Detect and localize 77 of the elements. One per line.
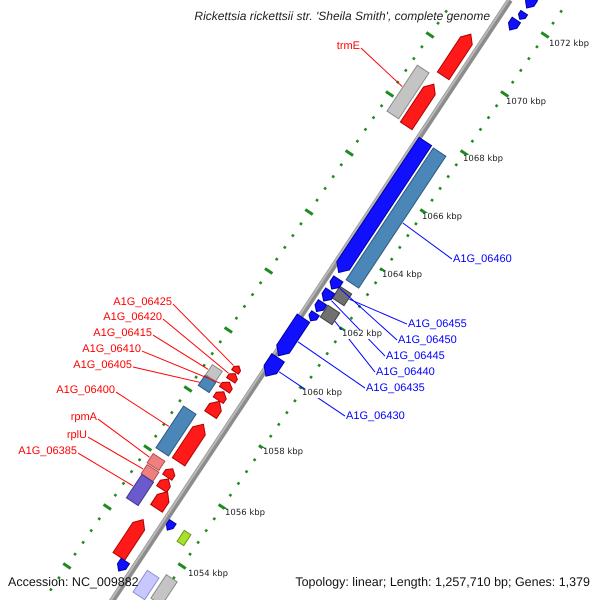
gene-block — [226, 373, 238, 384]
leader-line — [339, 288, 398, 341]
leader-line — [162, 318, 229, 374]
gene-label: A1G_06460 — [453, 253, 512, 266]
gene-label: rplU — [66, 429, 87, 442]
gene-bar — [155, 405, 197, 457]
gene-block — [518, 10, 528, 20]
gene-bar — [320, 304, 340, 326]
gene-bar — [176, 530, 192, 546]
scale-label: 1058 kbp — [262, 448, 304, 458]
gene-block — [112, 519, 146, 561]
gene-block — [218, 382, 233, 394]
gene-label: rpmA — [70, 411, 97, 424]
gene-label: A1G_06415 — [93, 327, 152, 340]
genome-summary: Topology: linear; Length: 1,257,710 bp; Genes: 1,379 — [295, 576, 590, 590]
gene-block — [322, 287, 336, 302]
gene-block — [172, 424, 206, 467]
gene-label: A1G_06450 — [398, 334, 457, 346]
leader-line — [348, 298, 408, 325]
scale-label: 1062 kbp — [341, 330, 384, 340]
gene-block — [156, 478, 171, 493]
gene-block — [400, 84, 436, 130]
gene-block — [524, 0, 538, 9]
gene-label: A1G_06430 — [346, 410, 405, 422]
scale-label: 1072 kbp — [548, 40, 590, 50]
gene-bar — [126, 474, 154, 506]
scale-label: 1054 kbp — [187, 570, 230, 580]
gene-bar — [205, 364, 223, 382]
leader-line — [98, 418, 150, 458]
title: Rickettsia rickettsii str. 'Sheila Smith', complete genome — [194, 10, 490, 24]
gene-label: A1G_06410 — [82, 343, 141, 356]
leader-line — [78, 452, 134, 486]
gene-label: A1G_06385 — [18, 445, 77, 458]
accession-text: Accession: NC_009882 — [8, 576, 139, 590]
gene-block — [314, 298, 328, 312]
leader-line — [142, 350, 222, 384]
gene-label: trmE — [336, 40, 360, 52]
gene-bar — [345, 147, 447, 289]
scale-label: 1066 kbp — [421, 213, 464, 222]
gene-block — [162, 468, 176, 481]
gene-block — [150, 491, 170, 513]
gene-bar — [150, 574, 178, 600]
scale-label: 1068 kbp — [462, 155, 504, 164]
scale-label: 1056 kbp — [224, 509, 266, 518]
gene-bar — [140, 464, 160, 482]
leader-line — [132, 366, 200, 383]
gene-label: A1G_06425 — [113, 296, 172, 308]
gene-label: A1G_06440 — [376, 366, 435, 378]
gene-bar — [386, 64, 430, 120]
leader-line — [402, 222, 452, 260]
gene-block — [276, 313, 310, 356]
gene-label: A1G_06435 — [366, 382, 425, 394]
gene-bar — [146, 452, 166, 472]
gene-block — [116, 558, 130, 572]
leader-line — [298, 341, 366, 389]
gene-bar — [332, 286, 352, 306]
leader-line — [360, 48, 403, 88]
gene-label: A1G_06445 — [386, 350, 445, 362]
gene-block — [264, 353, 286, 377]
gene-block — [508, 16, 522, 31]
gene-block — [231, 366, 242, 375]
gene-label: A1G_06400 — [56, 384, 115, 396]
leader-line — [88, 436, 144, 470]
gene-label: A1G_06455 — [408, 318, 467, 330]
gene-label: A1G_06420 — [103, 311, 162, 324]
gene-block — [436, 34, 473, 80]
gene-block — [204, 400, 222, 420]
scale-label: 1060 kbp — [301, 389, 344, 398]
gene-block — [166, 518, 177, 531]
leader-line — [152, 334, 209, 370]
gene-label: A1G_06405 — [73, 359, 132, 372]
scale-label: 1070 kbp — [505, 98, 548, 108]
gene-block — [308, 310, 320, 322]
gene-bar — [198, 374, 216, 394]
gene-block — [212, 391, 227, 404]
leader-line — [172, 304, 234, 366]
scale-label: 1064 kbp — [381, 271, 424, 280]
